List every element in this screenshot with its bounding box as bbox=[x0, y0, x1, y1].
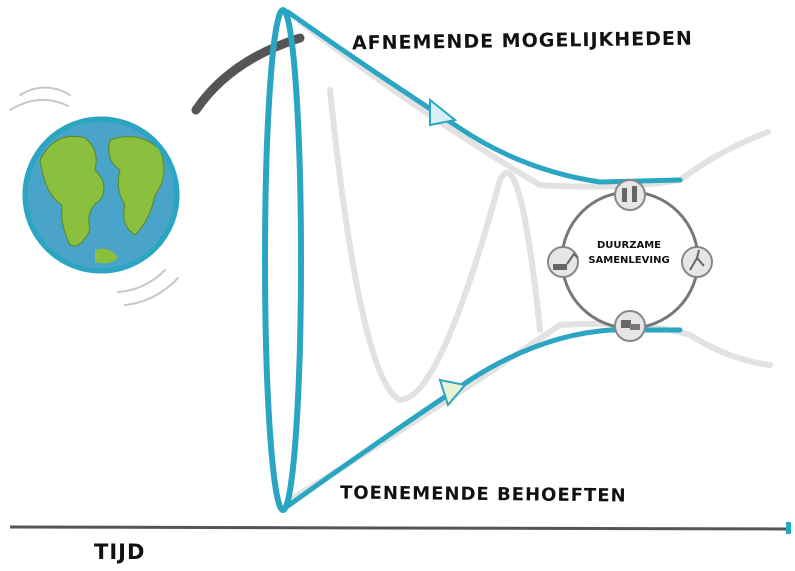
time-axis-label: TIJD bbox=[94, 540, 146, 564]
funnel bbox=[262, 7, 683, 513]
arrow-top-icon bbox=[429, 97, 458, 127]
house-car-icon bbox=[614, 310, 646, 342]
origin-tail bbox=[191, 33, 305, 115]
excavator-icon bbox=[547, 246, 579, 278]
arrow-bottom-icon bbox=[438, 378, 467, 408]
sustainable-society-label: DUURZAME SAMENLEVING bbox=[574, 238, 684, 268]
increasing-needs-label: TOENEMENDE BEHOEFTEN bbox=[339, 482, 627, 507]
goal-line-1: DUURZAME bbox=[596, 240, 661, 251]
plant-network-icon bbox=[681, 246, 713, 278]
motion-lines bbox=[9, 86, 179, 306]
goal-line-2: SAMENLEVING bbox=[588, 255, 670, 266]
earth-icon bbox=[22, 116, 180, 274]
time-axis bbox=[9, 522, 791, 534]
people-icon bbox=[614, 179, 646, 211]
